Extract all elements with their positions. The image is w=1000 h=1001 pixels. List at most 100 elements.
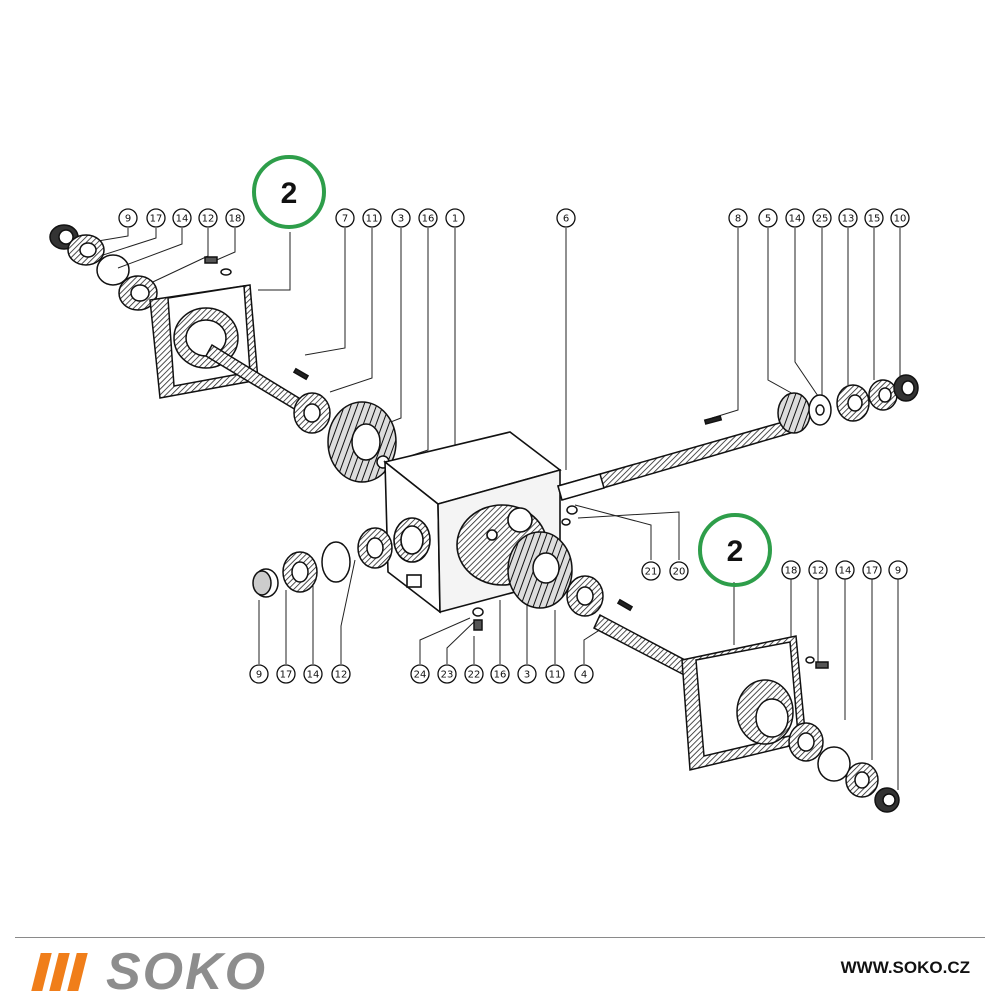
callout-center-top-4: 1	[445, 208, 465, 228]
callout-center-top-2: 3	[391, 208, 411, 228]
callout-left-bottom-2: 14	[303, 664, 323, 684]
callout-number: 14	[176, 214, 189, 225]
callout-right-top-5: 15	[864, 208, 884, 228]
callout-number: 18	[785, 566, 798, 577]
callout-number: 6	[563, 214, 569, 225]
callout-number: 25	[816, 214, 829, 225]
cap-9-lower	[252, 568, 279, 598]
callout-number: 16	[422, 214, 435, 225]
callout-center-bottom-5: 11	[545, 664, 565, 684]
lower-center-parts	[472, 531, 701, 682]
callout-number: 9	[256, 670, 262, 681]
callout-center-right-1: 20	[669, 561, 689, 581]
pinion-gear-5	[777, 392, 811, 434]
highlight-top: 2	[252, 155, 326, 229]
callout-shaft-6: 6	[556, 208, 576, 228]
callout-number: 8	[735, 214, 741, 225]
callout-center-bottom-6: 4	[574, 664, 594, 684]
callout-number: 4	[581, 670, 587, 681]
callout-number: 12	[812, 566, 825, 577]
callout-left-top-1: 17	[146, 208, 166, 228]
right-lower-assembly	[681, 635, 900, 813]
callout-number: 22	[468, 670, 481, 681]
callout-number: 3	[524, 670, 530, 681]
callout-number: 15	[868, 214, 881, 225]
callout-center-bottom-1: 23	[437, 664, 457, 684]
highlight-bottom: 2	[698, 513, 772, 587]
callout-number: 14	[307, 670, 320, 681]
ring-14-left	[96, 254, 130, 286]
callout-number: 11	[549, 670, 562, 681]
bearing-11-lower	[566, 575, 604, 617]
callout-right-top-1: 5	[758, 208, 778, 228]
callout-right-bottom-1: 12	[808, 560, 828, 580]
callout-center-bottom-4: 3	[517, 664, 537, 684]
small-parts-20-21	[561, 505, 578, 526]
logo-text: SOKO	[106, 943, 268, 1001]
bolt-18-left	[204, 256, 232, 276]
bevel-gear-3-lower	[507, 531, 573, 609]
highlight-label-bottom: 2	[727, 535, 744, 568]
long-shaft-6	[557, 374, 919, 526]
leader-lines	[79, 228, 901, 790]
callout-left-bottom-3: 12	[331, 664, 351, 684]
ring-14-right	[817, 746, 851, 782]
callout-number: 10	[894, 214, 907, 225]
callout-left-top-4: 18	[225, 208, 245, 228]
highlight-label-top: 2	[281, 177, 298, 210]
callout-left-top-3: 12	[198, 208, 218, 228]
bearing-12-lower	[357, 527, 393, 569]
callout-number: 24	[414, 670, 427, 681]
callout-number: 9	[125, 214, 131, 225]
callout-center-top-1: 11	[362, 208, 382, 228]
callout-right-top-2: 14	[785, 208, 805, 228]
callout-right-bottom-2: 14	[835, 560, 855, 580]
bearing-11-left	[293, 392, 331, 434]
plug-22-23-24	[472, 607, 484, 631]
bearing-17-right	[845, 762, 879, 798]
flange-plate-left	[149, 284, 259, 399]
callout-number: 17	[280, 670, 293, 681]
callout-right-top-4: 13	[838, 208, 858, 228]
callout-number: 12	[202, 214, 215, 225]
website-link[interactable]: WWW.SOKO.CZ	[840, 958, 970, 977]
callout-number: 18	[229, 214, 242, 225]
cap-10	[893, 374, 919, 402]
callout-number: 20	[673, 567, 686, 578]
callout-right-bottom-3: 17	[862, 560, 882, 580]
ring-14-lower	[321, 541, 351, 583]
callout-number: 14	[789, 214, 802, 225]
callout-number: 9	[895, 566, 901, 577]
highlight-ring-top	[252, 155, 326, 229]
footer: SOKO WWW.SOKO.CZ	[0, 938, 1000, 1000]
left-lower-parts	[252, 527, 393, 598]
callout-number: 21	[645, 567, 658, 578]
callout-number: 14	[839, 566, 852, 577]
callout-number: 17	[150, 214, 163, 225]
callout-number: 17	[866, 566, 879, 577]
callout-number: 23	[441, 670, 454, 681]
callout-right-top-6: 10	[890, 208, 910, 228]
soko-logo[interactable]: SOKO	[30, 944, 267, 1000]
exploded-gearbox-diagram: 9171412187113161851425131510212091714122…	[49, 155, 919, 813]
bearing-13	[836, 384, 870, 422]
bearing-12-right	[788, 722, 824, 762]
left-shaft-assembly	[49, 224, 397, 483]
callout-number: 5	[765, 214, 771, 225]
callout-left-bottom-0: 9	[249, 664, 269, 684]
callout-right-bottom-4: 9	[888, 560, 908, 580]
callout-center-bottom-3: 16	[490, 664, 510, 684]
callout-number: 16	[494, 670, 507, 681]
callout-right-bottom-0: 18	[781, 560, 801, 580]
bearing-17-left	[67, 234, 105, 266]
callout-center-top-3: 16	[418, 208, 438, 228]
callout-center-top-0: 7	[335, 208, 355, 228]
callout-number: 13	[842, 214, 855, 225]
flange-plate-right	[681, 635, 807, 771]
callout-number: 3	[398, 214, 404, 225]
callout-right-top-3: 25	[812, 208, 832, 228]
highlight-ring-bottom	[698, 513, 772, 587]
callout-center-bottom-0: 24	[410, 664, 430, 684]
callout-number: 11	[366, 214, 379, 225]
